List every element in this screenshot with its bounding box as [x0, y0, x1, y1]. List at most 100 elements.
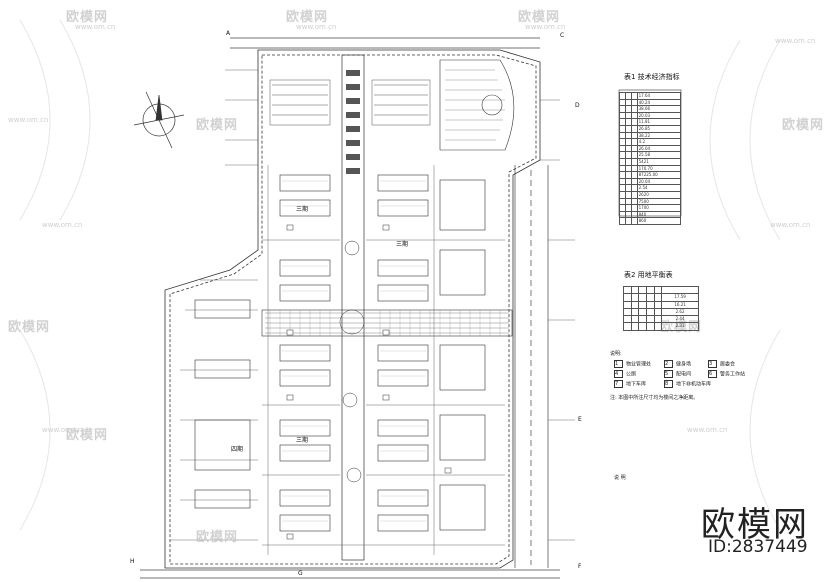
legend-note: 注: 本图中所注尺寸均为楼间之净距离。 [610, 395, 699, 401]
table-cell: 87225.00 [636, 171, 682, 179]
south-road [140, 569, 560, 579]
building-hatching [282, 180, 426, 522]
econ-table-row: 87225.00 [619, 171, 682, 179]
facility-tags [286, 224, 452, 540]
table-cell [638, 322, 647, 331]
north-road [230, 37, 540, 49]
watermark-url: www.om.cn [42, 426, 83, 434]
table-cell: 7500 [636, 197, 682, 206]
watermark-url: www.om.cn [775, 37, 816, 45]
park-table-title: 表2 用地平衡表 [624, 271, 673, 279]
table-cell [645, 307, 655, 317]
ew-green-band [261, 309, 513, 337]
watermark-url: www.om.cn [525, 23, 566, 31]
block-label: 四期 [231, 446, 244, 453]
table-cell: 16.21 [661, 300, 699, 309]
table-cell [653, 293, 663, 302]
marker-g: G [298, 570, 303, 577]
econ-table-row: 40.24 [619, 98, 682, 107]
watermark-brand: 欧模网 [8, 320, 51, 335]
land-balance-row: 2.44 [623, 315, 699, 324]
notes-title: 说 明 [614, 475, 626, 481]
table-cell: 4.2 [636, 138, 682, 146]
table-cell [623, 293, 632, 302]
table-cell: 2.44 [661, 315, 699, 324]
watermark-arcs [19, 19, 781, 531]
table-cell [645, 293, 655, 302]
model-id: ID:2837449 [708, 537, 808, 557]
table-cell [638, 300, 647, 309]
land-balance-row: 17.59 [623, 293, 699, 302]
table-cell: 17.64 [636, 92, 682, 100]
legend-title: 说明: [610, 351, 622, 357]
dimension-marks [170, 69, 575, 541]
econ-table-row: 1700 [619, 204, 682, 212]
watermark-url: www.om.cn [8, 116, 49, 124]
internal-roads [262, 165, 505, 555]
watermark-brand: 欧模网 [196, 118, 239, 133]
residential-buildings [194, 174, 486, 532]
watermark-url: www.om.cn [75, 23, 116, 31]
table-cell [638, 315, 647, 324]
central-spine [339, 54, 365, 561]
land-balance-row: 16.21 [623, 300, 699, 309]
watermark-url: www.om.cn [770, 221, 811, 229]
table-cell [630, 300, 640, 309]
brand-logo-text: 欧模网 [701, 505, 809, 545]
table-cell [638, 285, 647, 295]
legend-box: 8 [664, 380, 673, 388]
marker-f: F [578, 563, 582, 570]
marker-h: H [130, 558, 135, 565]
econ-table-row: 4.2 [619, 138, 682, 146]
table-cell: 26.85 [636, 124, 682, 133]
table-cell: 5421 [636, 157, 682, 166]
table-cell [653, 322, 663, 331]
legend-box: 5 [664, 370, 673, 378]
legend-box: 7 [614, 380, 623, 388]
table-cell [623, 300, 632, 309]
table-cell [630, 307, 640, 317]
table-cell: 17.59 [661, 293, 699, 302]
watermark-url: www.om.cn [687, 426, 728, 434]
table-cell [638, 293, 647, 302]
north-arrow-icon [133, 91, 185, 149]
table-cell: 38.22 [636, 131, 682, 140]
econ-table-row: 38.22 [619, 131, 682, 140]
table-cell: 20.03 [636, 111, 682, 120]
table-cell [623, 307, 632, 317]
table-cell [653, 307, 663, 317]
land-balance-row [623, 285, 699, 295]
watermark-brand: 欧模网 [66, 10, 109, 25]
table-cell: 20.04 [636, 177, 682, 186]
marker-e: E [578, 416, 582, 423]
table-cell [645, 300, 655, 309]
watermark-url: www.om.cn [296, 23, 337, 31]
table-cell: 2.62 [661, 307, 699, 317]
table-cell [645, 315, 655, 324]
ne-plaza [439, 59, 515, 151]
watermark-brand: 欧模网 [518, 10, 561, 25]
legend-box: 1 [614, 360, 623, 368]
table-cell: 2.54 [636, 184, 682, 192]
econ-table-row: 17.64 [619, 92, 682, 100]
table-cell [630, 315, 640, 324]
table-cell [645, 322, 655, 331]
econ-table-row: 7500 [619, 197, 682, 206]
econ-table-row: 860 [619, 217, 682, 225]
econ-table-row: 5421 [619, 157, 682, 166]
land-balance-row: 2.62 [623, 307, 699, 317]
econ-table-row: 840 [619, 210, 682, 219]
block-label: 三期 [296, 437, 309, 444]
legend-box: 4 [614, 370, 623, 378]
site-boundary [164, 49, 541, 569]
econ-table-row: 26.85 [619, 124, 682, 133]
